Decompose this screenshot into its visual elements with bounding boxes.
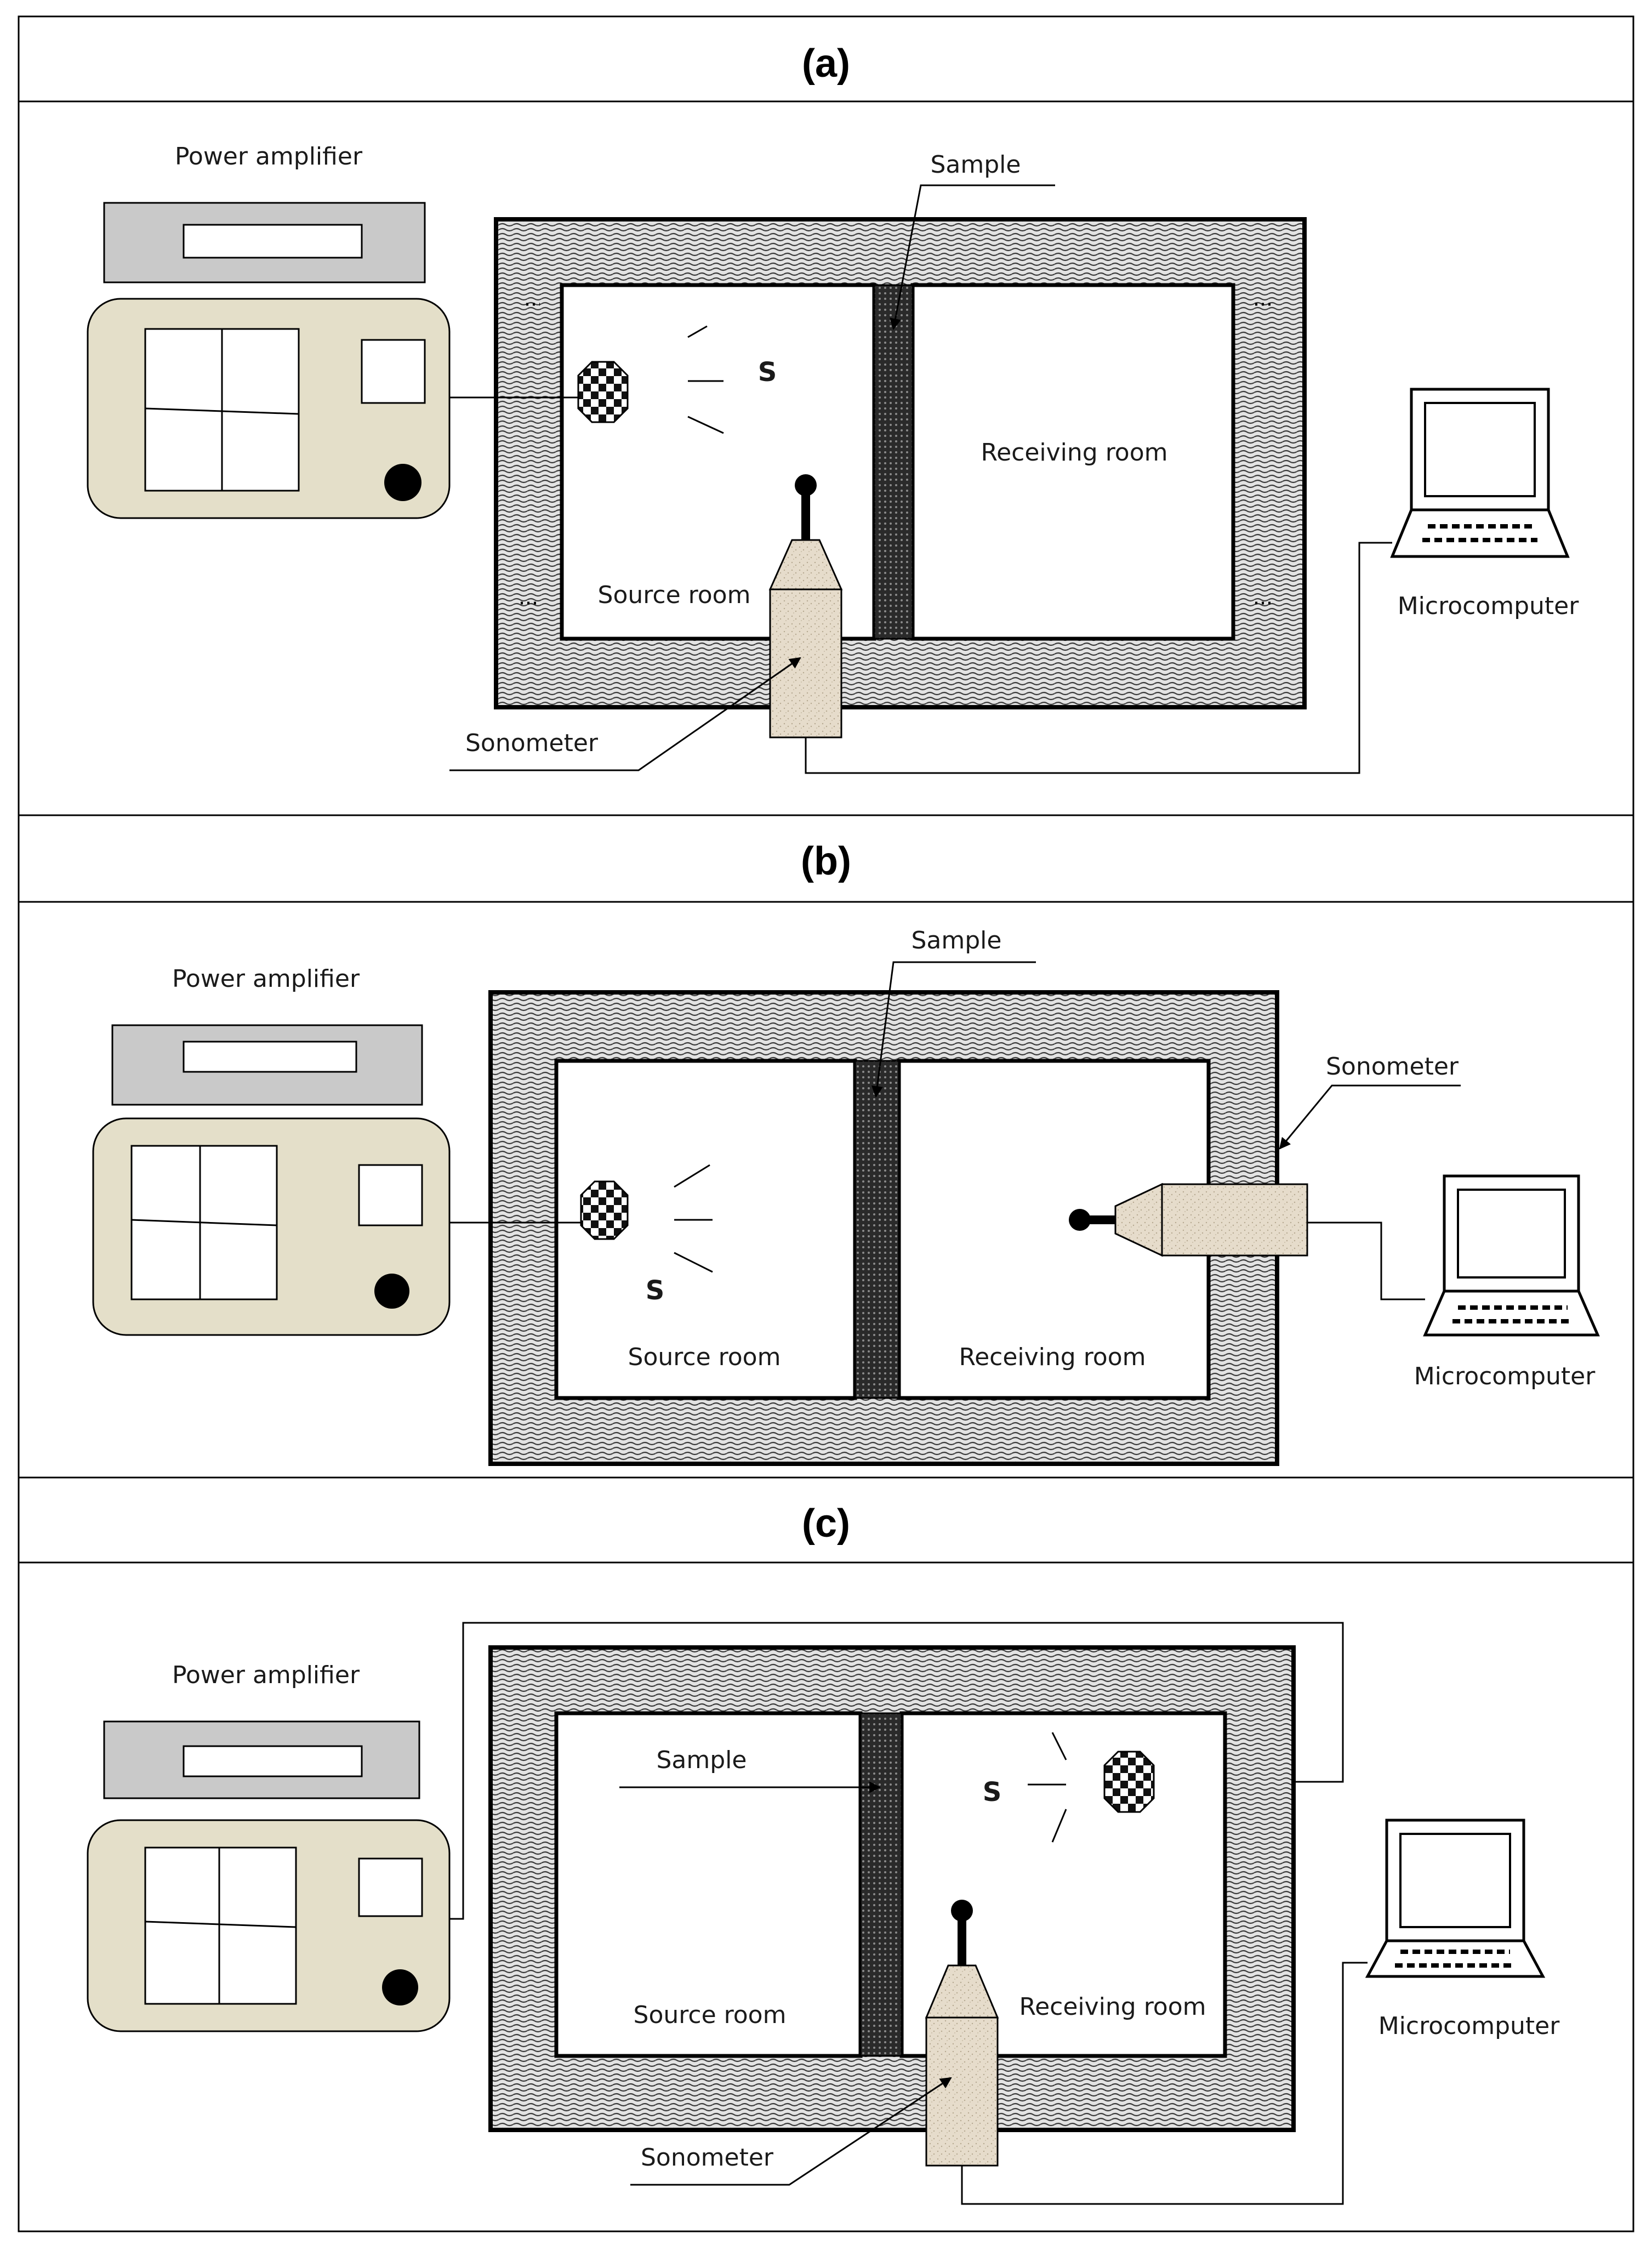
microcomputer-label: Microcomputer xyxy=(1398,592,1580,620)
loudspeaker-icon xyxy=(580,1180,629,1240)
panel-a-header: (a) xyxy=(802,42,850,86)
sonometer xyxy=(925,1900,999,2167)
microcomputer-icon xyxy=(1423,1174,1600,1337)
power-amplifier xyxy=(87,202,451,519)
sample-label: Sample xyxy=(931,151,1021,179)
power-knob-icon xyxy=(374,1274,409,1309)
sonometer xyxy=(768,474,843,738)
outer-frame xyxy=(18,15,1634,2232)
power-knob-icon xyxy=(384,464,421,501)
source-s-label: S xyxy=(646,1275,665,1306)
sonometer-label: Sonometer xyxy=(1326,1053,1459,1081)
source-s-label: S xyxy=(758,357,777,388)
sonometer-label: Sonometer xyxy=(465,729,599,757)
receiving-room-label: Receiving room xyxy=(959,1343,1146,1371)
sample-wall xyxy=(873,284,914,640)
panel-b: (b) Power amplifier S Source room Receiv… xyxy=(19,814,1633,1466)
power-amplifier xyxy=(87,1720,451,2032)
sonometer xyxy=(1069,1183,1308,1257)
panel-b-header: (b) xyxy=(801,839,851,883)
source-room-label: Source room xyxy=(598,581,751,609)
receiving-room xyxy=(910,283,1235,641)
power-amplifier-label: Power amplifier xyxy=(172,965,360,993)
source-s-label: S xyxy=(983,1777,1002,1808)
receiving-room-label: Receiving room xyxy=(981,439,1167,467)
receiving-room-label: Receiving room xyxy=(1019,1993,1206,2021)
sample-wall xyxy=(854,1060,900,1399)
source-room xyxy=(554,1711,863,2058)
sonometer-label: Sonometer xyxy=(641,2144,774,2172)
sample-label: Sample xyxy=(657,1746,747,1774)
loudspeaker-icon xyxy=(577,361,629,423)
power-amplifier-label: Power amplifier xyxy=(172,1661,360,1689)
sample-wall xyxy=(859,1712,903,2057)
source-room-label: Source room xyxy=(634,2001,787,2029)
microcomputer-icon xyxy=(1390,388,1570,558)
microcomputer-label: Microcomputer xyxy=(1414,1362,1596,1390)
loudspeaker-icon xyxy=(1103,1751,1155,1813)
panel-c: (c) Power amplifier Sample S Source room… xyxy=(19,1476,1633,2205)
microcomputer-icon xyxy=(1365,1819,1546,1978)
source-room-label: Source room xyxy=(628,1343,781,1371)
panel-c-header: (c) xyxy=(802,1502,850,1546)
power-amplifier xyxy=(92,1024,451,1336)
panel-a: (a) Power amplifier S Receiving room Sou… xyxy=(19,42,1633,774)
sample-label: Sample xyxy=(912,927,1002,954)
microcomputer-label: Microcomputer xyxy=(1378,2012,1560,2040)
power-amplifier-label: Power amplifier xyxy=(175,143,363,171)
power-knob-icon xyxy=(382,1969,418,2005)
